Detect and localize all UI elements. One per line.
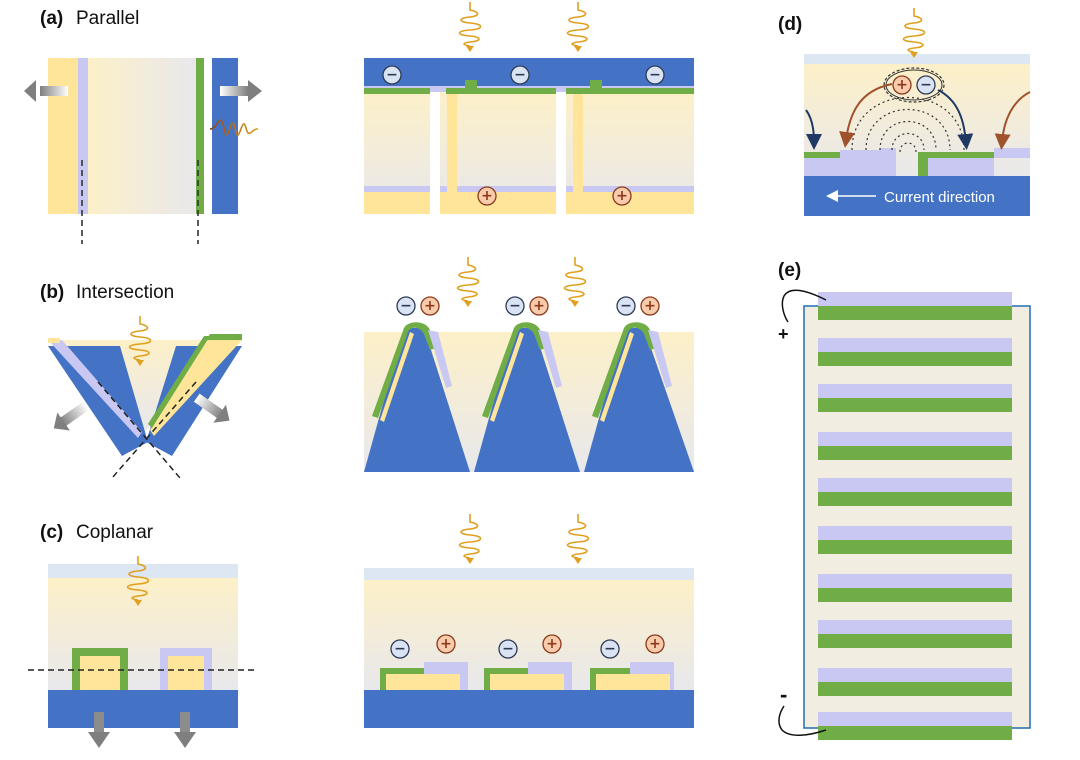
hole-icon: +	[542, 634, 562, 654]
charge-sign: −	[920, 77, 932, 93]
gray-arrow-icon	[193, 393, 230, 423]
charge-sign: +	[424, 298, 436, 314]
light-wave-icon	[902, 7, 926, 59]
charge-sign: −	[509, 298, 521, 314]
hole-icon: +	[420, 296, 440, 316]
light-wave-icon	[566, 1, 590, 53]
light-wave-icon	[566, 513, 590, 565]
finger-pair	[818, 384, 1012, 412]
finger-pair	[818, 620, 1012, 648]
hole-icon: +	[640, 296, 660, 316]
finger-pair	[818, 292, 1012, 320]
gray-arrow-icon	[220, 80, 262, 102]
panel-c-cross-section	[28, 555, 258, 748]
light-wave-icon	[563, 256, 587, 308]
navy-arrow	[805, 109, 822, 150]
finger-pair	[818, 668, 1012, 696]
light-wave-icon	[209, 119, 259, 136]
terminal-positive: +	[778, 324, 789, 344]
hole-icon: +	[477, 186, 497, 206]
finger-pair	[818, 574, 1012, 602]
panel-a-device: − − − + +	[364, 1, 694, 214]
finger-pair	[818, 338, 1012, 366]
panel-b-title: Intersection	[76, 282, 174, 303]
panel-e: (e)	[778, 260, 1031, 740]
hole-icon: +	[892, 75, 912, 95]
charge-sign: +	[896, 77, 908, 93]
panel-c-device: − + − + − +	[364, 513, 694, 728]
brown-arrow	[839, 83, 893, 148]
charge-sign: −	[649, 67, 661, 83]
charge-sign: +	[649, 636, 661, 652]
charge-sign: +	[546, 636, 558, 652]
panel-a-letter: (a)	[40, 8, 63, 29]
gray-arrow-icon	[24, 80, 68, 102]
charge-sign: −	[400, 298, 412, 314]
panel-c-letter: (c)	[40, 522, 63, 543]
charge-sign: +	[481, 188, 493, 204]
charge-sign: −	[604, 641, 616, 657]
navy-arrow	[937, 89, 974, 150]
dashed-field-line	[851, 96, 965, 153]
electron-icon: −	[396, 296, 416, 316]
charge-sign: −	[620, 298, 632, 314]
charge-sign: +	[440, 636, 452, 652]
electron-icon: −	[616, 296, 636, 316]
negative-wire	[778, 705, 827, 736]
light-wave-icon	[458, 1, 482, 53]
panel-b: (b) Intersection	[40, 256, 694, 479]
panel-a-cross-section	[24, 58, 262, 244]
charge-sign: +	[533, 298, 545, 314]
finger-pair	[818, 526, 1012, 554]
charge-sign: −	[386, 67, 398, 83]
light-wave-icon	[456, 256, 480, 308]
charge-sign: +	[644, 298, 656, 314]
panel-b-cross-section	[48, 315, 242, 479]
panel-a: (a) Parallel	[24, 1, 694, 244]
panel-d-letter: (d)	[778, 14, 802, 35]
panel-c: (c) Coplanar	[28, 513, 694, 748]
charge-sign: −	[502, 641, 514, 657]
positive-wire	[781, 289, 827, 323]
charge-sign: +	[616, 188, 628, 204]
panel-d: (d) + −	[778, 7, 1031, 216]
electron-icon: −	[916, 75, 936, 95]
electron-icon: −	[645, 65, 665, 85]
current-direction-label: Current direction	[884, 189, 995, 206]
panel-a-title: Parallel	[76, 8, 139, 29]
finger-pair	[818, 712, 1012, 740]
electron-icon: −	[600, 639, 620, 659]
electron-icon: −	[505, 296, 525, 316]
gray-arrow-icon	[53, 401, 90, 431]
gray-arrow-icon	[174, 712, 196, 748]
electron-icon: −	[510, 65, 530, 85]
panel-b-letter: (b)	[40, 282, 64, 303]
electron-icon: −	[382, 65, 402, 85]
panel-e-letter: (e)	[778, 260, 801, 281]
light-wave-icon	[458, 513, 482, 565]
charge-sign: −	[514, 67, 526, 83]
hole-icon: +	[645, 634, 665, 654]
gray-arrow-icon	[88, 712, 110, 748]
electron-icon: −	[390, 639, 410, 659]
hole-icon: +	[436, 634, 456, 654]
panel-e-device: + -	[778, 289, 1031, 740]
finger-pair	[818, 478, 1012, 506]
panel-b-device: − + − + − +	[364, 256, 694, 472]
charge-sign: −	[394, 641, 406, 657]
finger-pair	[818, 432, 1012, 460]
brown-arrow	[994, 91, 1031, 150]
hole-icon: +	[529, 296, 549, 316]
hole-icon: +	[612, 186, 632, 206]
panel-d-device: + − Current direction	[804, 7, 1031, 216]
electron-icon: −	[498, 639, 518, 659]
terminal-negative: -	[780, 682, 787, 707]
panel-c-title: Coplanar	[76, 522, 154, 543]
